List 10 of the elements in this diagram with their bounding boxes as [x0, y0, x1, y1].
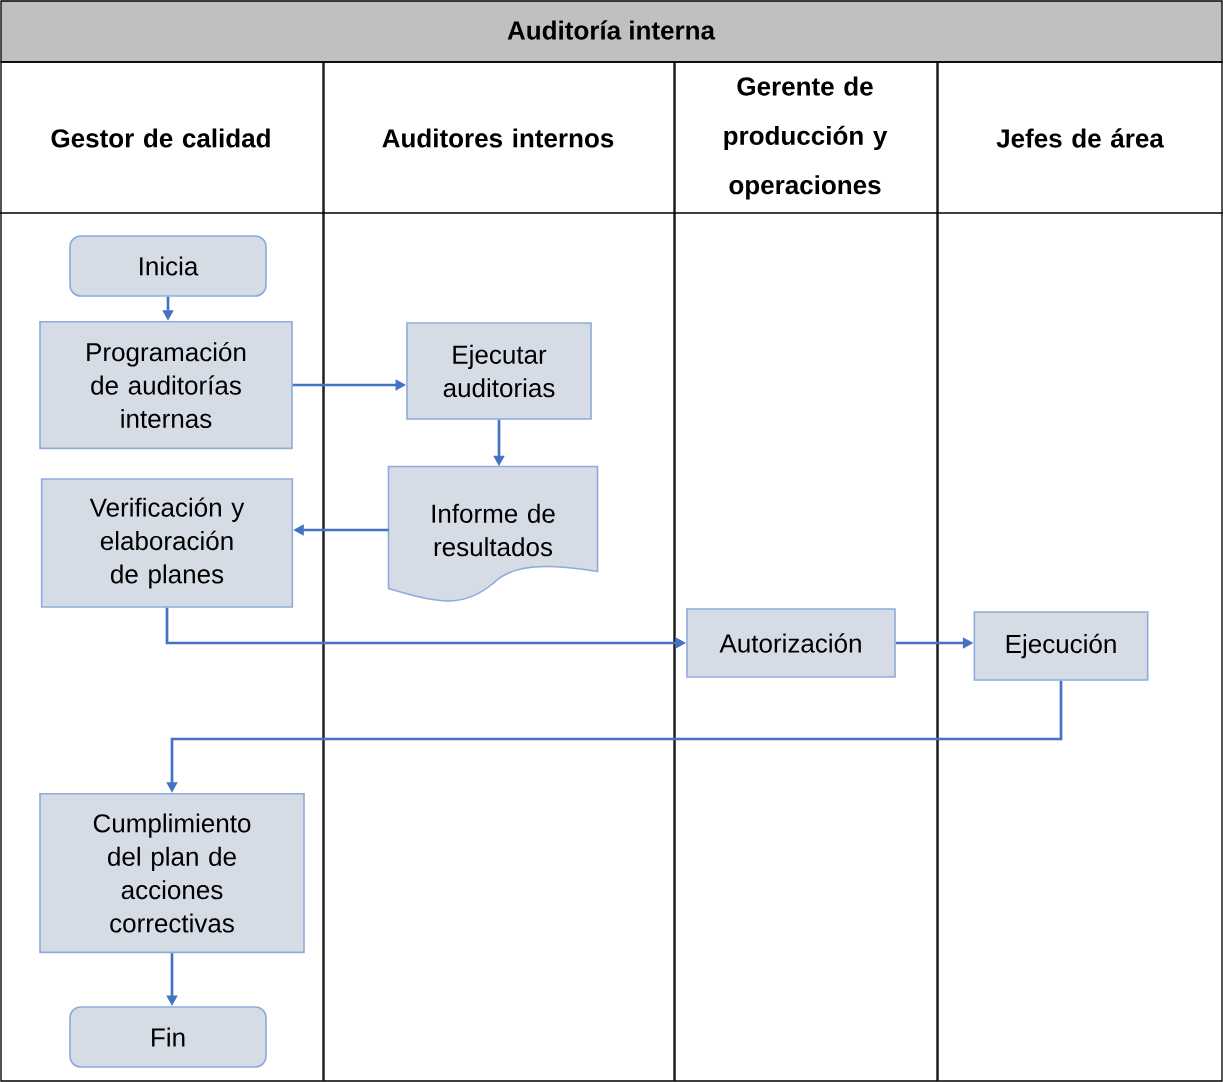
- process-box: Cumplimiento del plan de acciones correctivas: [39, 792, 305, 954]
- process-box: Ejecución: [973, 611, 1149, 681]
- terminal-box: Fin: [69, 1006, 267, 1068]
- process-box: Ejecutar auditorias: [406, 322, 592, 420]
- process-box: Autorización: [686, 608, 896, 678]
- document-box: Informe de resultados: [387, 465, 599, 602]
- process-box: Programación de auditorías internas: [39, 320, 293, 450]
- title-bar: Auditoría interna: [0, 0, 1223, 63]
- process-box: Verificación y elaboración de planes: [40, 478, 294, 608]
- terminal-box: Inicia: [69, 235, 267, 297]
